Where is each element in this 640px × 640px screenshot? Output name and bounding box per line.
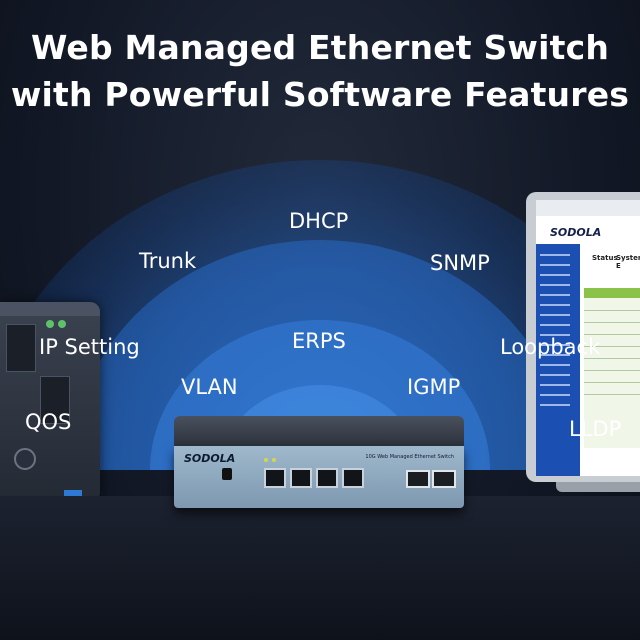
feature-lldp: LLDP [569,417,622,441]
headline: Web Managed Ethernet Switch with Powerfu… [0,24,640,118]
web-ui-tab-status: Status [592,254,618,262]
headline-line-2: with Powerful Software Features [10,75,630,114]
feature-erps: ERPS [292,329,346,353]
feature-snmp: SNMP [430,251,490,275]
sfp-port [406,470,430,488]
web-ui-table-header [584,288,640,298]
web-ui-table [584,298,640,448]
ethernet-port [316,468,338,488]
feature-loopback: Loopback [500,335,601,359]
browser-bar [536,200,640,216]
nas-drive-bay [6,324,36,372]
switch-brand: SODOLA [184,452,236,465]
sfp-port [432,470,456,488]
feature-qos: QOS [25,410,72,434]
web-ui-sidebar [536,244,580,476]
ethernet-port [342,468,364,488]
switch-led [264,458,268,462]
switch-led [272,458,276,462]
feature-ip-setting: IP Setting [39,335,140,359]
feature-trunk: Trunk [139,249,197,273]
laptop-bezel: SODOLA Status System E [526,192,640,482]
nas-power-button [14,448,36,470]
switch-front-panel: SODOLA 10G Web Managed Ethernet Switch [174,446,464,508]
switch-model: 10G Web Managed Ethernet Switch [365,454,454,460]
switch-top [174,416,464,446]
headline-line-1: Web Managed Ethernet Switch [30,28,610,67]
ethernet-port [264,468,286,488]
web-ui-logo: SODOLA [550,226,602,239]
arc-middle [70,240,570,470]
ethernet-switch: SODOLA 10G Web Managed Ethernet Switch [174,416,464,508]
feature-vlan: VLAN [181,375,238,399]
feature-dhcp: DHCP [289,209,349,233]
nas-status-led [46,320,54,328]
desk-surface [0,496,640,640]
laptop-base [556,482,640,492]
laptop: SODOLA Status System E [526,192,640,492]
ethernet-port [290,468,312,488]
arc-outer [0,160,640,470]
dc-power-jack [222,468,232,480]
nas-top [0,302,100,316]
nas-status-led [58,320,66,328]
nas-device [0,302,100,502]
feature-igmp: IGMP [407,375,461,399]
laptop-screen: SODOLA Status System E [536,200,640,476]
web-ui-tab-system: System E [616,254,640,270]
nas-drive-bay [40,376,70,424]
nas-usb-port [64,490,82,496]
